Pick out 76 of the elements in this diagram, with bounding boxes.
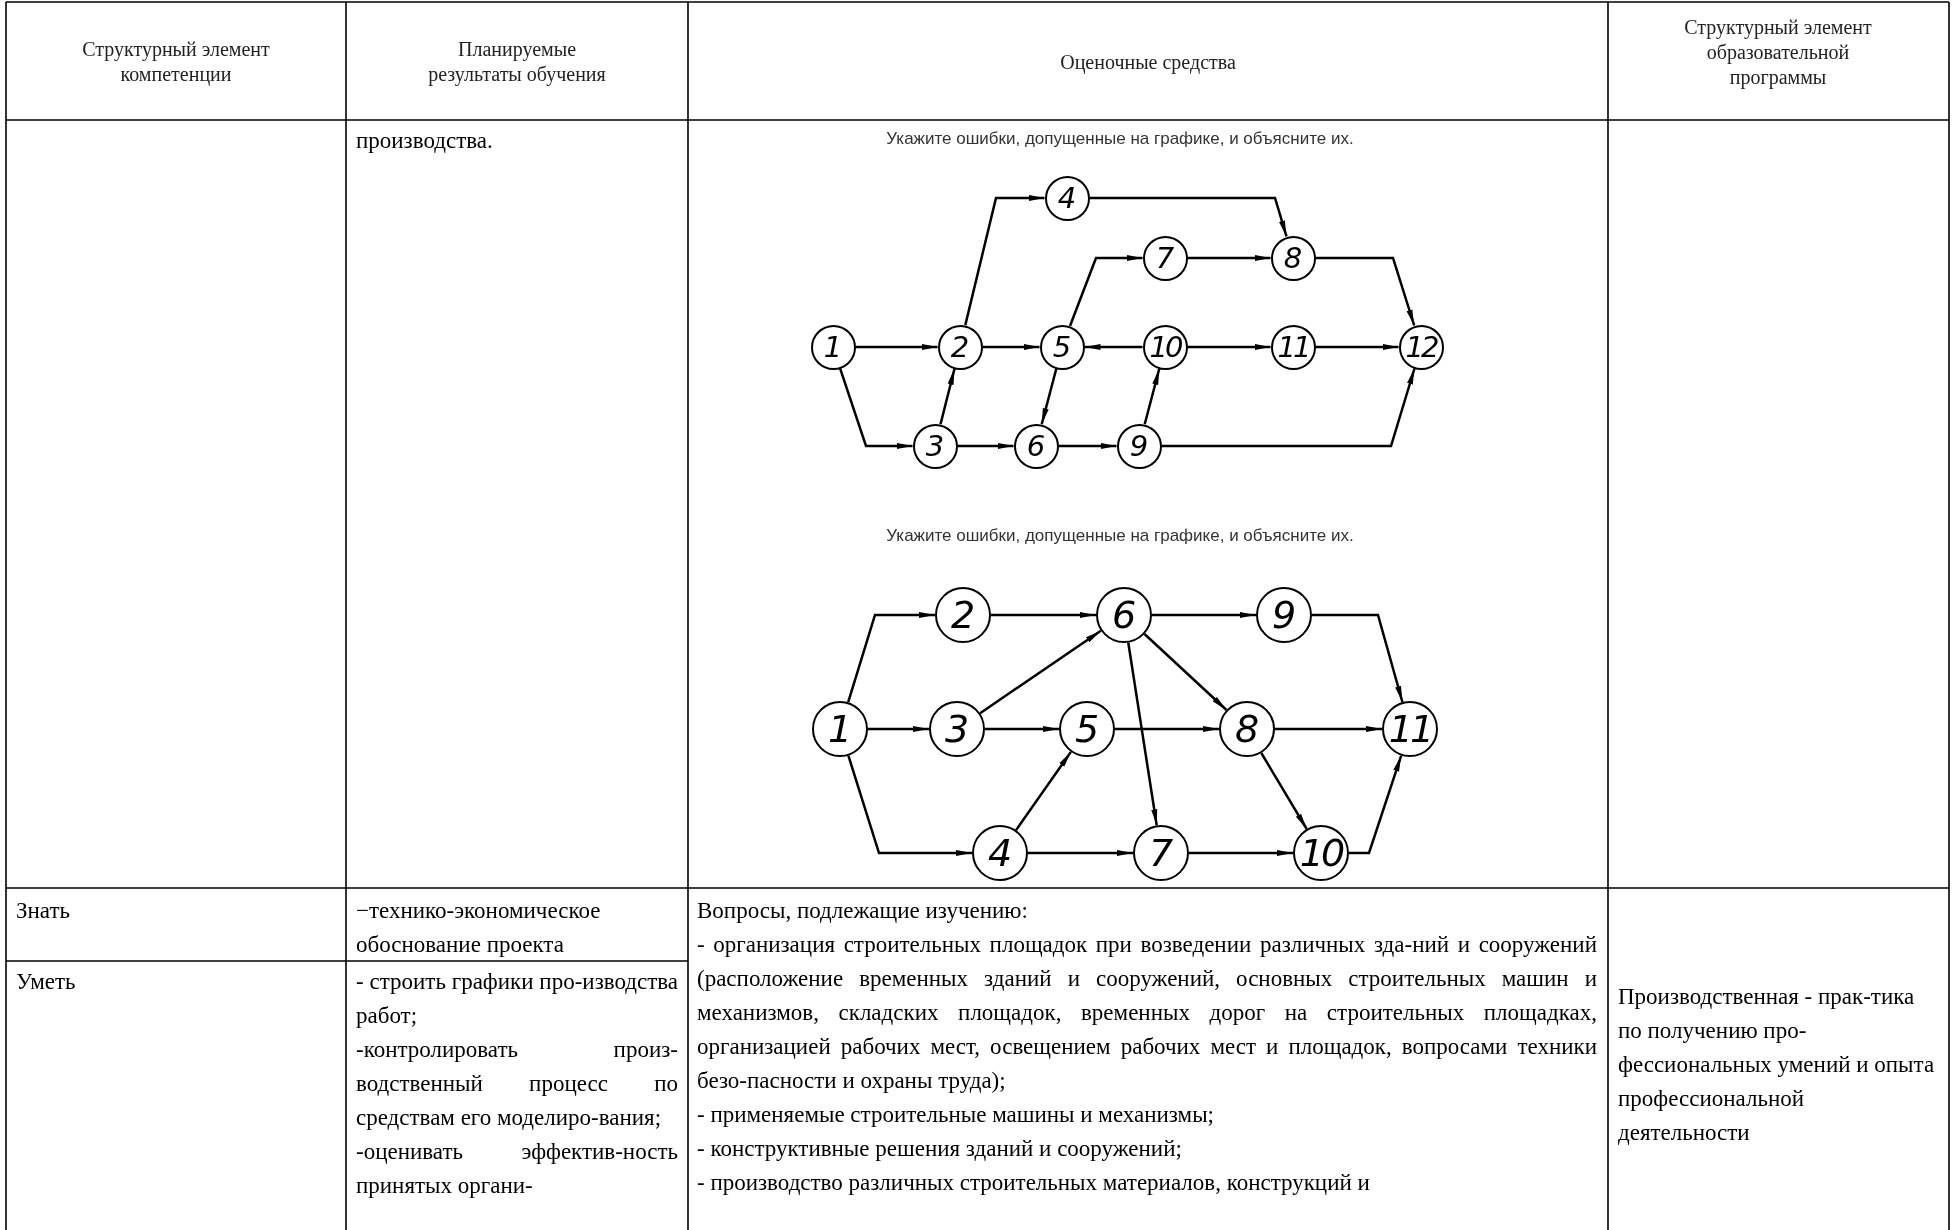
arrow — [1089, 196, 1288, 237]
column-header: Планируемые результаты обучения — [427, 37, 607, 87]
arrow — [939, 368, 956, 425]
arrow — [1143, 368, 1161, 425]
event-circle: 9 — [1116, 423, 1162, 469]
cell-text: Знать — [16, 897, 71, 925]
arrow — [964, 195, 1045, 326]
event-circle: 1 — [810, 324, 856, 370]
arrow — [1312, 613, 1404, 703]
arrow — [1152, 612, 1256, 618]
arrow — [868, 726, 929, 732]
event-circle: 2 — [935, 587, 991, 643]
event-circle: 7 — [1133, 825, 1189, 881]
arrow — [1127, 642, 1158, 826]
arrow — [1275, 726, 1382, 732]
event-circle: 5 — [1059, 701, 1115, 757]
arrow — [1189, 850, 1293, 856]
event-circle: 4 — [972, 825, 1028, 881]
arrow — [1187, 344, 1271, 350]
arrow — [1260, 752, 1308, 830]
arrow — [1161, 368, 1416, 448]
event-circle: 6 — [1096, 587, 1152, 643]
arrow — [1040, 368, 1058, 425]
arrow — [1143, 633, 1228, 711]
arrow — [1187, 255, 1271, 261]
arrow — [1315, 256, 1416, 326]
arrow — [1084, 344, 1143, 350]
event-circle: 9 — [1256, 587, 1312, 643]
event-circle: 8 — [1270, 235, 1316, 281]
column-header: Структурный элемент компетенции — [81, 37, 271, 87]
event-circle: 11 — [1270, 324, 1316, 370]
arrow — [991, 612, 1096, 618]
task-instruction: Укажите ошибки, допущенные на графике, и объясните их. — [885, 128, 1355, 150]
event-circle: 10 — [1293, 825, 1349, 881]
event-circle: 2 — [937, 324, 983, 370]
cell-text: - организация строительных площадок при возведении различных зда-ний и сооружений (расположение временных зданий и сооружений, основных строительных машин и механизмов, складских площадок, временных дорог на строительных площадках, организацией рабочих мест, освещением рабочих мест и площадок, вопросами техники безо-пасности и охраны труда); — [697, 931, 1597, 1095]
column-header: Оценочные средства — [1059, 50, 1237, 75]
cell-text: Уметь — [16, 968, 77, 996]
arrow — [1068, 255, 1143, 327]
event-circle: 3 — [929, 701, 985, 757]
event-circle: 6 — [1013, 423, 1059, 469]
cell-text: Производственная - прак-тика по получению про-фессиональных умений и опыта профессиональной деятельности — [1618, 983, 1936, 1147]
arrow — [1115, 726, 1219, 732]
event-circle: 5 — [1039, 324, 1085, 370]
task-instruction: Укажите ошибки, допущенные на графике, и объясните их. — [885, 525, 1355, 547]
cell-text: - производство различных строительных материалов, конструкций и — [697, 1169, 1371, 1197]
arrow — [1315, 344, 1399, 350]
arrow — [838, 367, 913, 449]
event-circle: 10 — [1142, 324, 1188, 370]
event-circle: 7 — [1142, 235, 1188, 281]
event-circle: 1 — [812, 701, 868, 757]
arrow — [847, 755, 972, 856]
event-circle: 4 — [1044, 175, 1090, 221]
arrow — [1058, 443, 1117, 449]
arrow — [847, 612, 935, 703]
arrow — [985, 726, 1059, 732]
arrow — [855, 344, 938, 350]
cell-text: Вопросы, подлежащие изучению: — [697, 897, 1029, 925]
event-circle: 8 — [1219, 701, 1275, 757]
event-circle: 3 — [912, 423, 958, 469]
cell-text: - строить графики про-изводства работ; — [356, 968, 678, 1030]
cell-text: производства. — [356, 127, 494, 155]
arrow — [1349, 755, 1403, 855]
cell-text: -контролировать произ-водственный процесс по средствам его моделиро-вания; — [356, 1036, 678, 1132]
cell-text: −технико-экономическое обоснование проекта — [356, 897, 602, 959]
arrow — [1015, 751, 1072, 831]
cell-text: -оценивать эффектив-ность принятых органи- — [356, 1138, 678, 1200]
event-circle: 11 — [1382, 701, 1438, 757]
arrow — [957, 443, 1014, 449]
arrow — [982, 344, 1040, 350]
cell-text: - применяемые строительные машины и механизмы; — [697, 1101, 1215, 1129]
column-header: Структурный элемент образовательной программы — [1683, 15, 1873, 90]
arrow — [979, 629, 1102, 715]
event-circle: 12 — [1398, 324, 1444, 370]
arrow — [1028, 850, 1133, 856]
cell-text: - конструктивные решения зданий и сооружений; — [697, 1135, 1183, 1163]
